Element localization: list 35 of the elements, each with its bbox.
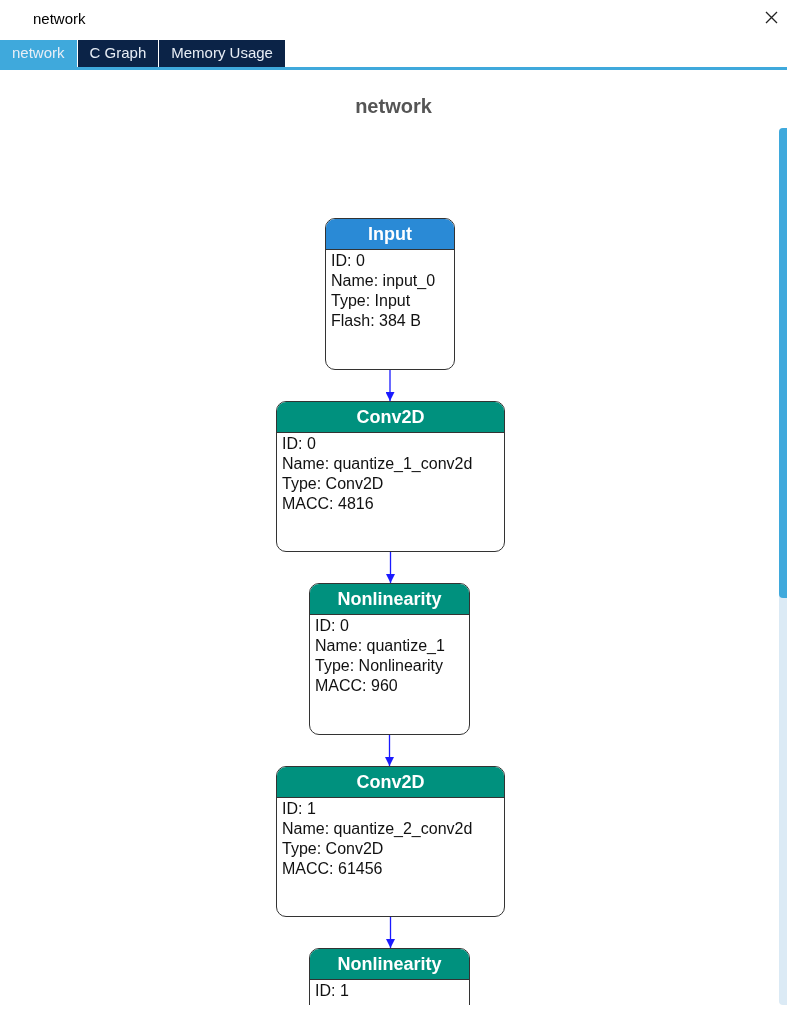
layer-header: Nonlinearity (310, 584, 469, 615)
layer-property: Type: Input (331, 291, 412, 311)
layer-property: Name: quantize_1_conv2d (282, 454, 474, 474)
layer-box (276, 401, 505, 552)
layer-header: Input (326, 219, 454, 250)
layer-property: ID: 1 (282, 799, 317, 819)
layer-box (325, 218, 455, 370)
layer-property: ID: 0 (331, 251, 366, 271)
tab: C Graph (77, 40, 159, 67)
arrow (386, 916, 395, 949)
arrow (385, 734, 394, 767)
layer-property: MACC: 4816 (282, 494, 375, 514)
tab: Memory Usage (159, 40, 285, 67)
layer-property: Name: quantize_2_conv2d (282, 819, 474, 839)
layer-box (309, 583, 470, 735)
diagram-title: network (354, 94, 433, 119)
layer-property: MACC: 61456 (282, 859, 384, 879)
layer-property: Type: Conv2D (282, 839, 385, 859)
layer-header: Conv2D (277, 767, 504, 798)
layer-header: Conv2D (277, 402, 504, 433)
layer-property: Flash: 384 B (331, 311, 422, 331)
layer-property: ID: 1 (315, 981, 350, 1001)
tab: network (0, 40, 77, 67)
arrow (385, 369, 395, 402)
arrow (386, 551, 395, 584)
layer-box (276, 766, 505, 917)
layer-property: ID: 0 (282, 434, 317, 454)
layer-property: ID: 0 (315, 616, 350, 636)
window-title: network (33, 9, 86, 29)
layer-property: Name: quantize_1 (315, 636, 446, 656)
layer-property: Name: input_0 (331, 271, 437, 291)
layer-header: Nonlinearity (310, 949, 469, 980)
layer-property: Type: Conv2D (282, 474, 385, 494)
layer-property: Type: Nonlinearity (315, 656, 445, 676)
layer-property: MACC: 960 (315, 676, 399, 696)
